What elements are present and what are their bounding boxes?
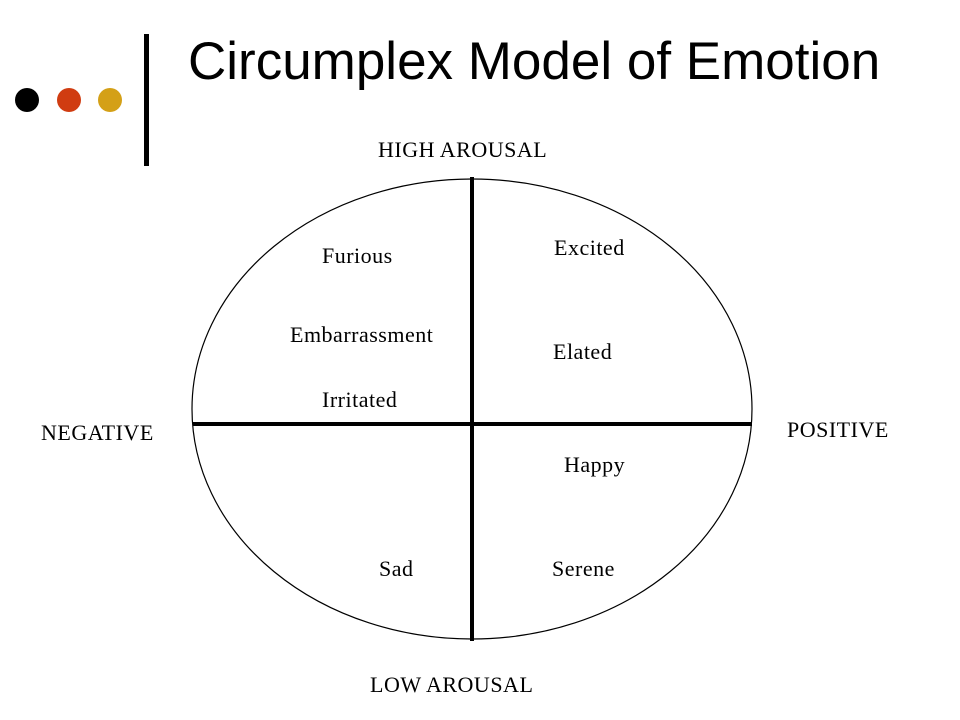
emotion-label-embarrassment: Embarrassment [290,322,434,347]
bullet-dot-black [15,88,39,112]
emotion-label-sad: Sad [379,556,414,581]
axis-label-low-arousal: LOW AROUSAL [370,672,534,697]
bullet-dot-gold [98,88,122,112]
axis-label-negative: NEGATIVE [41,420,154,445]
axis-label-positive: POSITIVE [787,417,889,442]
axis-label-high-arousal: HIGH AROUSAL [378,137,548,162]
title-divider [144,34,149,166]
bullet-dot-red [57,88,81,112]
emotion-label-serene: Serene [552,556,615,581]
emotion-label-happy: Happy [564,452,626,477]
emotion-label-furious: Furious [322,243,393,268]
slide-title: Circumplex Model of Emotion [188,32,881,91]
emotion-label-irritated: Irritated [322,387,398,412]
emotion-label-excited: Excited [554,235,625,260]
emotion-label-elated: Elated [553,339,613,364]
